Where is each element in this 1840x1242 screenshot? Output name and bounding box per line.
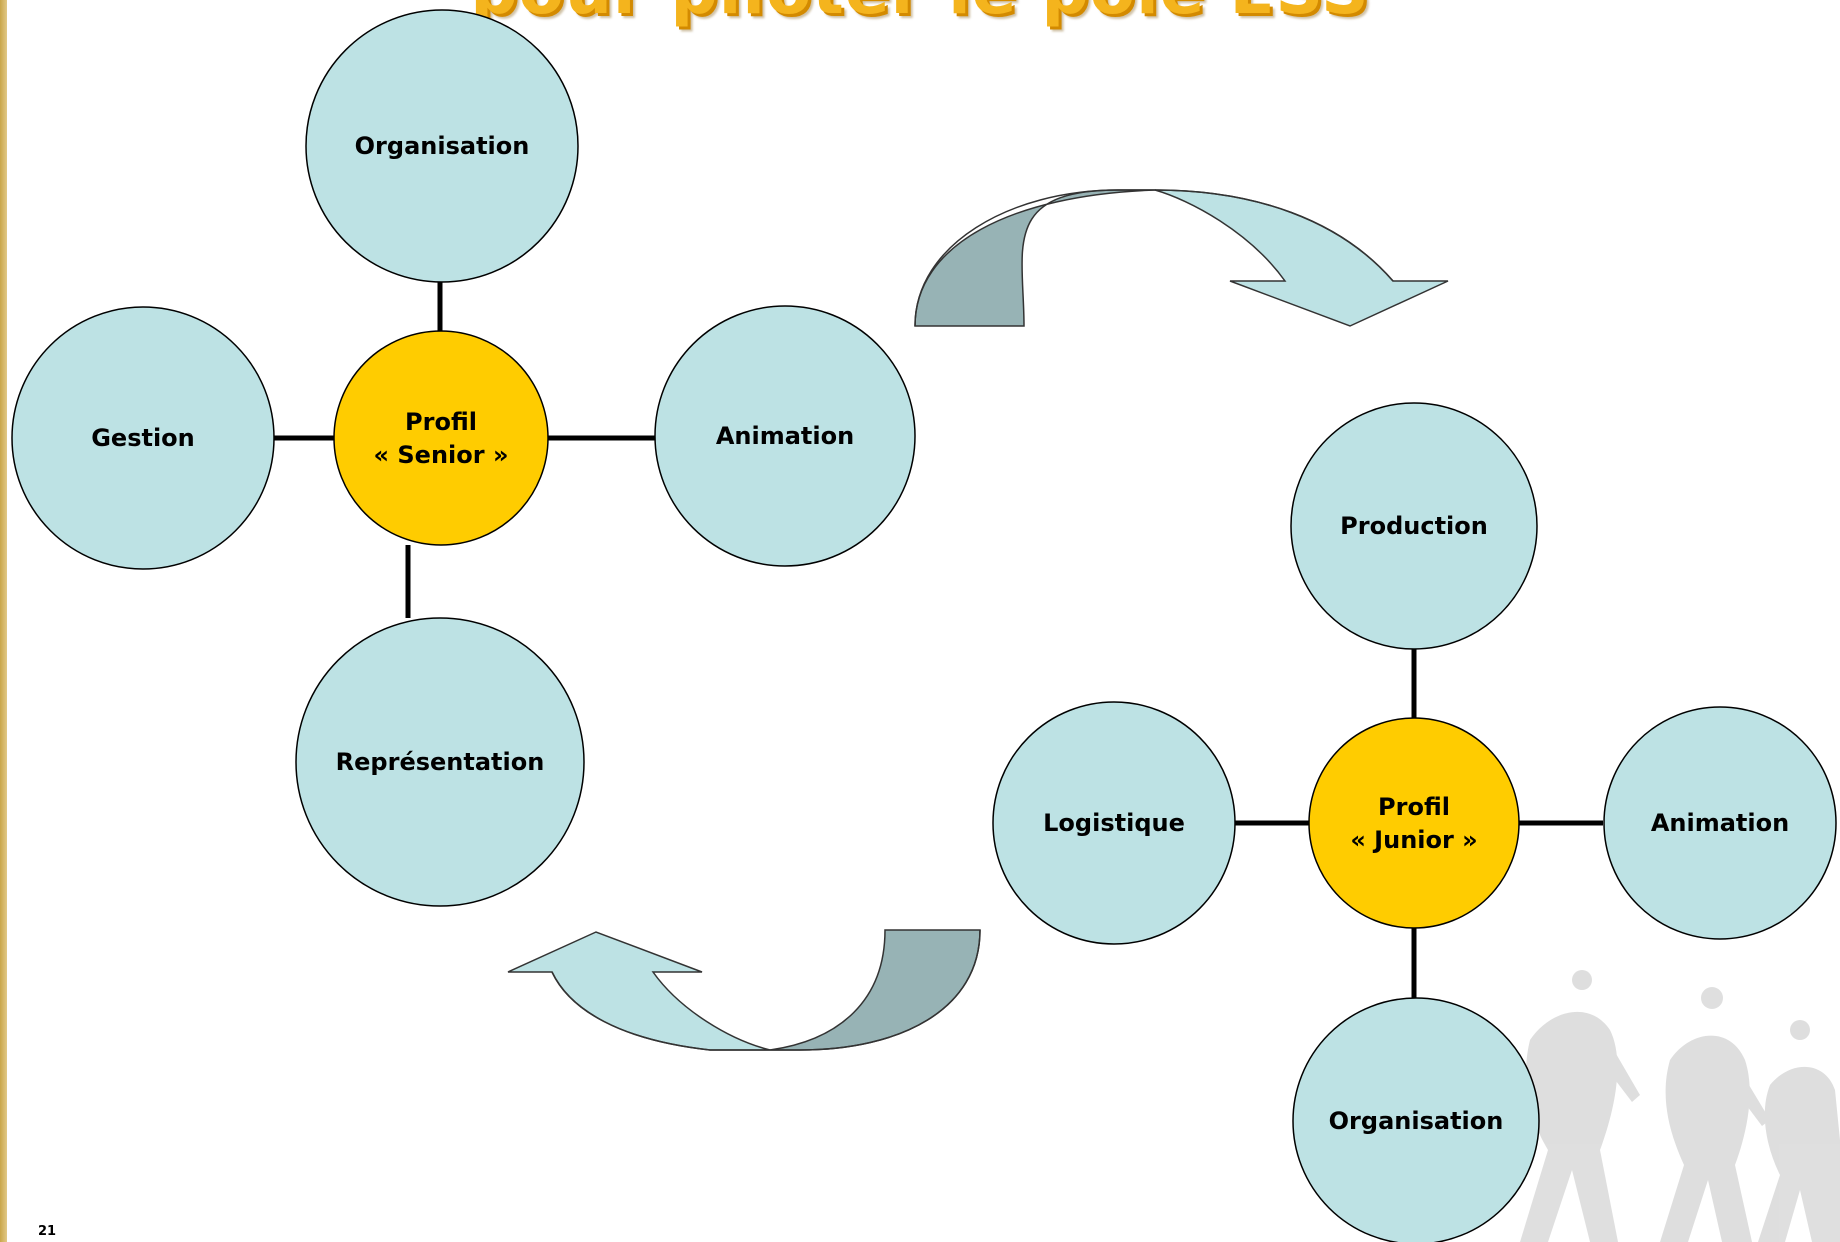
slide-title: pour piloter le pôle ESS (0, 0, 1840, 32)
satellite-label: Production (1340, 512, 1488, 540)
senior-cluster: Organisation Gestion Animation Représent… (11, 9, 916, 907)
curved-arrow-senior-to-junior (914, 189, 1449, 327)
satellite-label: Organisation (355, 132, 530, 160)
arrow-outer-curve (914, 189, 1394, 327)
satellite-label: Animation (1651, 809, 1789, 837)
arrow-outer-curve (551, 929, 981, 1051)
satellite-senior-top: Organisation (305, 9, 579, 283)
arrow-body-light (507, 931, 771, 1051)
satellite-label: Logistique (1043, 809, 1185, 837)
walker-silhouette-2 (1660, 987, 1770, 1242)
junior-connectors (1235, 648, 1603, 998)
senior-connectors (274, 280, 655, 618)
center-label-line1: Profil (1378, 793, 1450, 821)
satellite-junior-right: Animation (1603, 706, 1837, 940)
walker-silhouette-3 (1758, 1020, 1840, 1242)
satellite-senior-bottom: Représentation (295, 617, 585, 907)
junior-cluster: Production Logistique Animation Organisa… (992, 402, 1837, 1242)
curved-arrow-junior-to-senior (507, 929, 981, 1051)
satellite-label: Organisation (1329, 1107, 1504, 1135)
satellite-junior-top: Production (1290, 402, 1538, 650)
satellite-senior-left: Gestion (11, 306, 275, 570)
center-label-line2: « Senior » (374, 441, 509, 469)
center-senior-profile: Profil « Senior » (333, 330, 549, 546)
arrow-body-dark (914, 189, 1156, 327)
satellite-junior-bottom: Organisation (1292, 997, 1540, 1242)
slide-number: 21 (38, 1224, 57, 1239)
satellite-junior-left: Logistique (992, 701, 1236, 945)
satellite-senior-right: Animation (654, 305, 916, 567)
satellite-label: Représentation (336, 748, 545, 776)
walker-silhouette-1 (1520, 970, 1640, 1242)
left-accent-bar (0, 0, 7, 1242)
satellite-label: Animation (716, 422, 854, 450)
center-junior-profile: Profil « Junior » (1308, 717, 1520, 929)
center-label-line2: « Junior » (1350, 826, 1477, 854)
arrow-body-dark (769, 929, 981, 1051)
satellite-label: Gestion (91, 424, 195, 452)
center-label-line1: Profil (405, 408, 477, 436)
arrow-body-light (1154, 189, 1449, 327)
walking-people-silhouette-icon (1520, 970, 1840, 1242)
